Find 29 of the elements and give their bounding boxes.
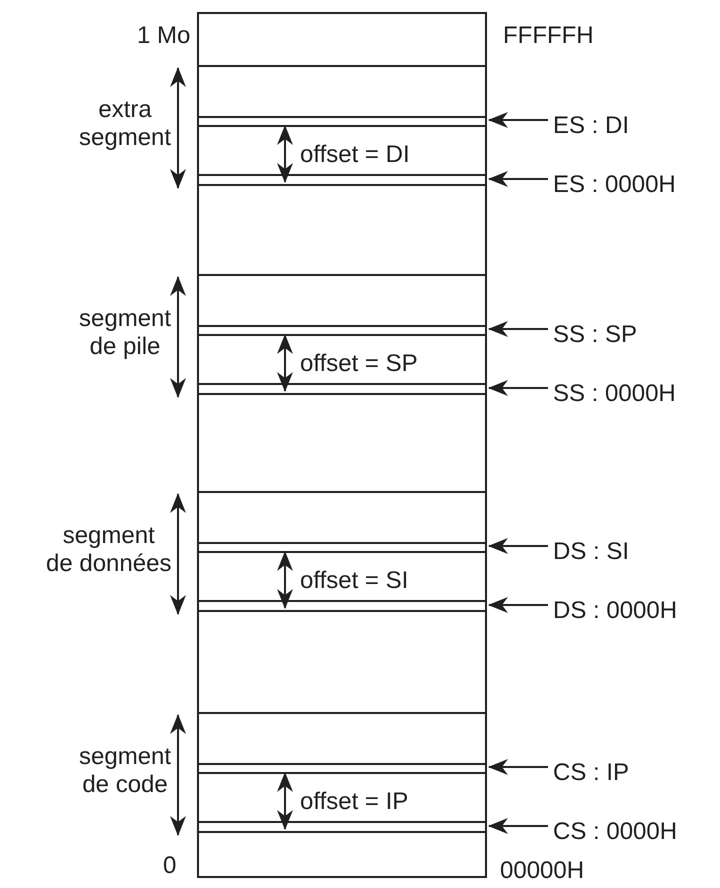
arrow (488, 112, 548, 128)
address-label: 00000H (500, 857, 584, 885)
arrow (488, 759, 548, 775)
address-label: DS : 0000H (553, 597, 678, 625)
memory-size-label: 1 Mo (137, 22, 190, 50)
address-label: SS : SP (553, 321, 638, 349)
arrow (488, 321, 548, 337)
address-label: FFFFFH (503, 22, 594, 50)
arrow (488, 538, 548, 554)
segment-label: segment de données (46, 522, 172, 578)
address-label: DS : SI (553, 538, 630, 566)
address-label: CS : 0000H (553, 818, 678, 846)
offset-label: offset = SI (300, 567, 408, 595)
memory-column (197, 12, 487, 878)
offset-label: offset = SP (300, 350, 418, 378)
segment-label: segment de pile (79, 305, 172, 361)
offset-label: offset = IP (300, 788, 408, 816)
address-label: ES : 0000H (553, 171, 676, 199)
offset-label: offset = DI (300, 141, 410, 169)
address-label: CS : IP (553, 759, 630, 787)
arrow (488, 597, 548, 613)
address-label: ES : DI (553, 112, 630, 140)
memory-size-label: 0 (163, 852, 176, 880)
arrow (488, 818, 548, 834)
arrow (488, 380, 548, 396)
segment-label: extra segment (79, 96, 172, 152)
arrow (488, 171, 548, 187)
address-label: SS : 0000H (553, 380, 676, 408)
segment-label: segment de code (79, 743, 172, 799)
